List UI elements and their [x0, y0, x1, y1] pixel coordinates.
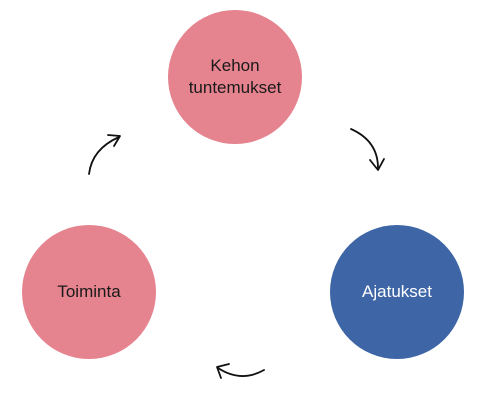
node-kehon-tuntemukset: Kehon tuntemukset — [168, 10, 302, 144]
arrow-top-to-right — [350, 128, 385, 171]
arrow-right-to-left — [216, 363, 265, 379]
node-label-toiminta: Toiminta — [57, 282, 121, 301]
node-ajatukset: Ajatukset — [330, 225, 464, 359]
node-label-kehon-tuntemukset: Kehon tuntemukset — [188, 56, 282, 97]
node-toiminta: Toiminta — [22, 225, 156, 359]
arrow-left-to-top — [88, 134, 121, 175]
node-label-ajatukset: Ajatukset — [362, 282, 432, 301]
